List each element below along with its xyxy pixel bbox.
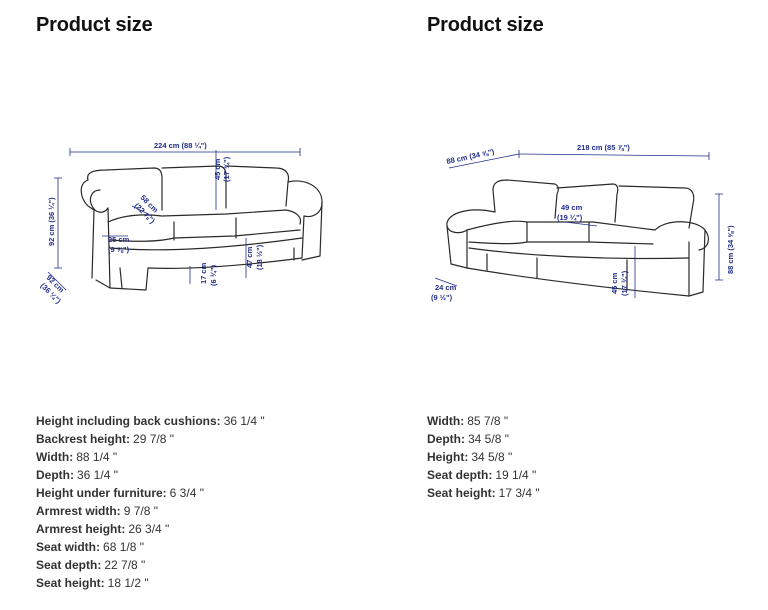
spec-item: Depth:34 5/8 " [427, 432, 509, 446]
dim-armrest-width-in: (9 ⅞") [108, 245, 130, 254]
product-size-section-left: Product size [36, 0, 376, 610]
dim-overall-width: 224 cm (88 ¼") [154, 141, 207, 150]
spec-item: Height under furniture:6 3/4 " [36, 486, 204, 500]
dimension-lines-left [47, 148, 301, 291]
spec-item: Seat height:18 1/2 " [36, 576, 149, 590]
sofa-outline-left [80, 165, 323, 291]
dim-seat-height-in: (17 ¾") [620, 270, 629, 296]
dim-seat-height-in: (18 ½") [255, 244, 264, 270]
spec-item: Height including back cushions:36 1/4 " [36, 414, 265, 428]
product-size-section-right: Product size [427, 0, 767, 610]
dim-leg-in: (9 ½") [431, 293, 453, 302]
dim-armrest-width: 25 cm [108, 235, 130, 244]
dim-depth: 88 cm (34 ⅝") [446, 147, 496, 166]
sofa-outline-right [446, 179, 709, 297]
spec-item: Armrest height:26 3/4 " [36, 522, 170, 536]
dim-width: 218 cm (85 ⅞") [577, 143, 630, 152]
section-title: Product size [36, 14, 153, 36]
dim-under-height-in: (6 ¾") [209, 264, 218, 286]
spec-item: Width:85 7/8 " [427, 414, 509, 428]
spec-item: Depth:36 1/4 " [36, 468, 118, 482]
spec-item: Backrest height:29 7/8 " [36, 432, 174, 446]
spec-list-right: Width:85 7/8 " Depth:34 5/8 " Height:34 … [427, 412, 540, 502]
dim-back-height: 45 cm [213, 158, 222, 180]
dim-height: 88 cm (34 ⅝") [726, 225, 735, 274]
dim-seat-depth: 49 cm [561, 203, 583, 212]
dim-seat-height: 45 cm [610, 272, 619, 294]
sofa-dimension-diagram-right: 88 cm (34 ⅝") 218 cm (85 ⅞") 49 cm (19 ¼… [431, 143, 735, 302]
spec-item: Armrest width:9 7/8 " [36, 504, 158, 518]
dim-seat-height: 47 cm [245, 246, 254, 268]
spec-item: Seat depth:19 1/4 " [427, 468, 537, 482]
dim-seat-depth-in: (19 ¼") [557, 213, 583, 222]
dim-under-height: 17 cm [199, 262, 208, 284]
dim-back-height-in: (17 ¾") [222, 156, 231, 182]
spec-item: Height:34 5/8 " [427, 450, 513, 464]
sofa-dimension-diagram-left: 224 cm (88 ¼") 45 cm (17 ¾") 58 cm (22 ⅞… [39, 141, 323, 306]
section-title: Product size [427, 14, 544, 36]
dimension-lines-right [434, 150, 723, 298]
spec-item: Seat height:17 3/4 " [427, 486, 540, 500]
spec-item: Seat width:68 1/8 " [36, 540, 144, 554]
spec-item: Width:88 1/4 " [36, 450, 118, 464]
dim-leg: 24 cm [435, 283, 457, 292]
spec-list-left: Height including back cushions:36 1/4 " … [36, 412, 265, 592]
spec-item: Seat depth:22 7/8 " [36, 558, 146, 572]
dim-height: 92 cm (36 ¼") [47, 197, 56, 246]
